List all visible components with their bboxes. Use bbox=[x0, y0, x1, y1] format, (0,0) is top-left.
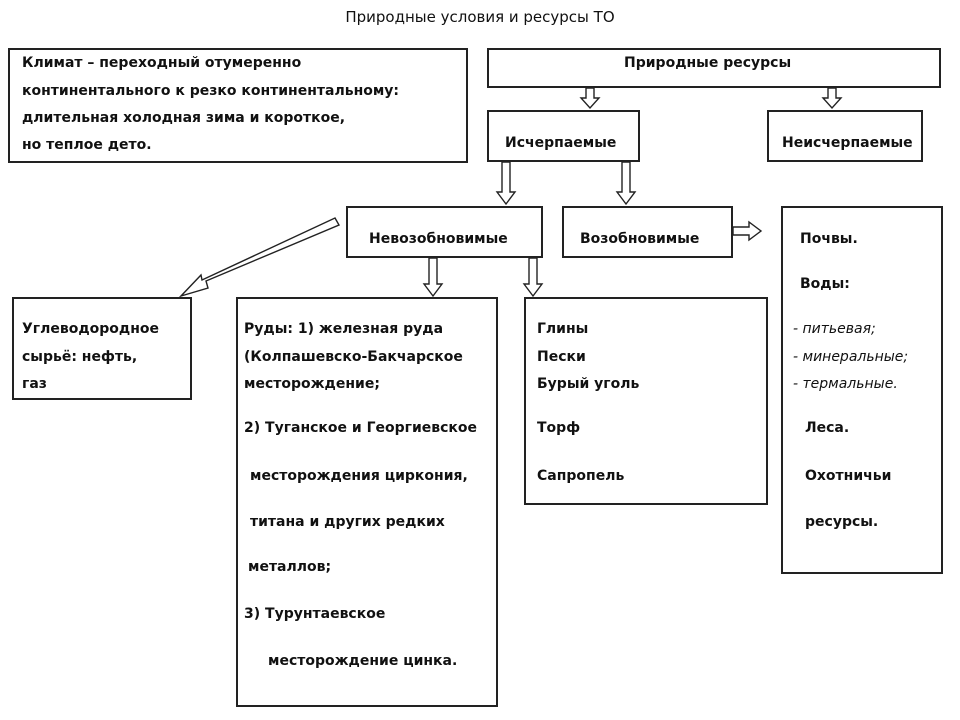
water-type-3: - термальные. bbox=[793, 376, 898, 392]
diagram-title: Природные условия и ресурсы ТО bbox=[345, 8, 615, 26]
ores-line-1: Руды: 1) железная руда bbox=[244, 321, 444, 337]
soils-item: Почвы. bbox=[800, 231, 858, 247]
inexhaustible-list-box bbox=[781, 206, 943, 574]
ores-box bbox=[236, 297, 498, 707]
arrow-down-icon bbox=[579, 87, 601, 110]
hydrocarbon-line-2: сырьё: нефть, bbox=[22, 349, 138, 365]
renewables-item-1: Глины bbox=[537, 321, 589, 337]
exhaustible-label: Исчерпаемые bbox=[505, 135, 617, 151]
water-type-2: - минеральные; bbox=[793, 349, 909, 365]
hunting-item-line-1: Охотничьи bbox=[805, 468, 892, 484]
inexhaustible-box bbox=[767, 110, 923, 162]
climate-line-4: но теплое дето. bbox=[22, 137, 152, 153]
natural-resources-box bbox=[487, 48, 941, 88]
hunting-item-line-2: ресурсы. bbox=[805, 514, 879, 530]
renewables-item-3: Бурый уголь bbox=[537, 376, 640, 392]
arrow-down-icon bbox=[422, 257, 444, 298]
inexhaustible-label: Неисчерпаемые bbox=[782, 135, 913, 151]
ores-line-9: месторождение цинка. bbox=[268, 653, 458, 669]
hydrocarbon-line-1: Углеводородное bbox=[22, 321, 159, 337]
renewable-label: Возобновимые bbox=[580, 231, 700, 247]
ores-line-8: 3) Турунтаевское bbox=[244, 606, 386, 622]
renewable-box bbox=[562, 206, 733, 258]
exhaustible-box bbox=[487, 110, 640, 162]
renewables-item-2: Пески bbox=[537, 349, 586, 365]
nonrenewable-label: Невозобновимые bbox=[369, 231, 508, 247]
renewables-item-5: Сапропель bbox=[537, 468, 625, 484]
hydrocarbon-line-3: газ bbox=[22, 376, 47, 392]
renewables-item-4: Торф bbox=[537, 420, 581, 436]
arrow-down-icon bbox=[522, 257, 544, 298]
arrow-down-icon bbox=[821, 87, 843, 110]
renewables-box bbox=[524, 297, 768, 505]
hydrocarbon-box bbox=[12, 297, 192, 400]
climate-line-1: Климат – переходный отумеренно bbox=[22, 55, 302, 71]
climate-box bbox=[8, 48, 468, 163]
climate-line-3: длительная холодная зима и короткое, bbox=[22, 110, 346, 126]
ores-line-6: титана и других редких bbox=[250, 514, 445, 530]
water-type-1: - питьевая; bbox=[793, 321, 876, 337]
arrow-diagonal-icon bbox=[178, 217, 340, 298]
arrow-down-icon bbox=[615, 161, 637, 206]
natural-resources-label: Природные ресурсы bbox=[624, 55, 792, 71]
ores-line-5: месторождения циркония, bbox=[250, 468, 468, 484]
ores-line-7: металлов; bbox=[248, 559, 332, 575]
arrow-right-icon bbox=[732, 220, 763, 242]
ores-line-4: 2) Туганское и Георгиевское bbox=[244, 420, 478, 436]
arrow-down-icon bbox=[495, 161, 517, 206]
ores-line-2: (Колпашевско-Бакчарское bbox=[244, 349, 463, 365]
waters-item: Воды: bbox=[800, 276, 850, 292]
ores-line-3: месторождение; bbox=[244, 376, 380, 392]
nonrenewable-box bbox=[346, 206, 543, 258]
climate-line-2: континентального к резко континентальном… bbox=[22, 83, 400, 99]
forests-item: Леса. bbox=[805, 420, 850, 436]
